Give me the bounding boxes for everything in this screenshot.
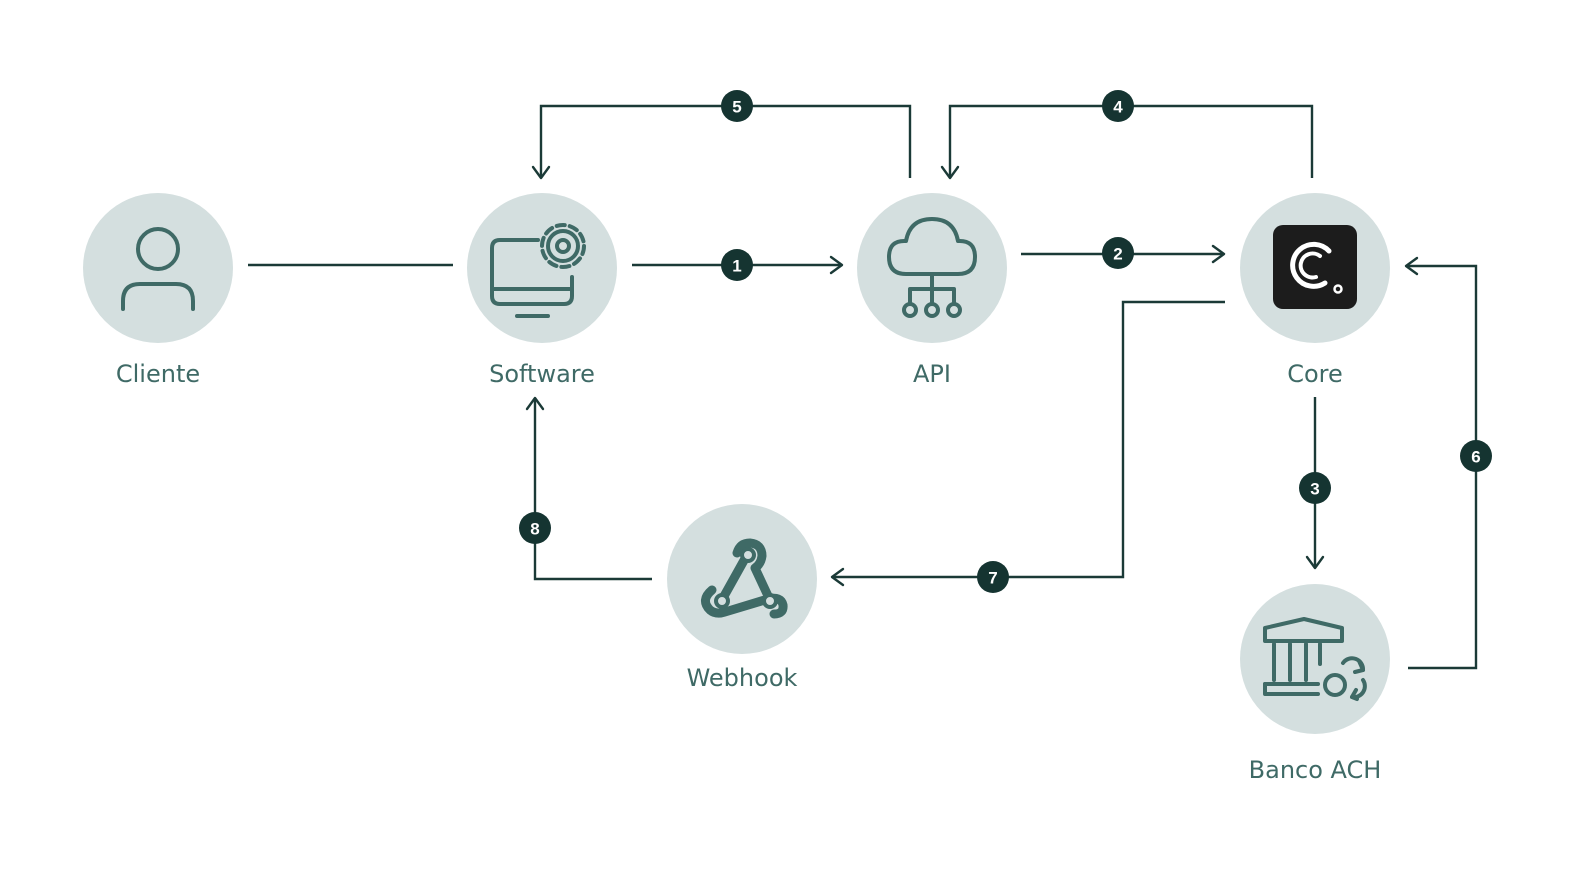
edge-8-webhook-software [525, 396, 652, 581]
step-badge-label: 4 [1113, 98, 1123, 117]
node-label-webhook: Webhook [687, 664, 798, 692]
cloud-network-icon [887, 217, 977, 318]
node-cliente: Cliente [83, 193, 233, 388]
node-label-cliente: Cliente [116, 360, 200, 388]
step-badge-6: 6 [1460, 440, 1492, 472]
core-logo-icon [1273, 225, 1357, 309]
step-badge-label: 6 [1471, 448, 1480, 467]
node-label-api: API [913, 360, 951, 388]
user-icon [121, 227, 195, 311]
step-badge-4: 4 [1102, 90, 1134, 122]
step-badge-label: 7 [988, 569, 997, 588]
step-badge-3: 3 [1299, 472, 1331, 504]
node-label-software: Software [489, 360, 595, 388]
edge-5-api-software [531, 104, 912, 180]
node-webhook: Webhook [667, 504, 817, 692]
step-badge-label: 8 [530, 520, 539, 539]
step-badge-label: 5 [732, 98, 741, 117]
step-badge-label: 1 [732, 257, 741, 276]
node-api: API [857, 193, 1007, 388]
step-badge-7: 7 [977, 561, 1009, 593]
step-badge-1: 1 [721, 249, 753, 281]
edge-7-core-webhook [830, 300, 1225, 587]
step-badge-label: 3 [1310, 480, 1319, 499]
step-badge-5: 5 [721, 90, 753, 122]
node-label-core: Core [1287, 360, 1343, 388]
webhook-icon [701, 538, 788, 619]
monitor-gear-icon [490, 223, 586, 318]
node-label-banco-ach: Banco ACH [1249, 756, 1382, 784]
step-badge-2: 2 [1102, 237, 1134, 269]
node-core: Core [1240, 193, 1390, 388]
step-badge-8: 8 [519, 512, 551, 544]
bank-sync-icon [1263, 617, 1367, 701]
step-badge-label: 2 [1113, 245, 1122, 264]
node-software: Software [467, 193, 617, 388]
node-banco-ach: Banco ACH [1240, 584, 1390, 784]
